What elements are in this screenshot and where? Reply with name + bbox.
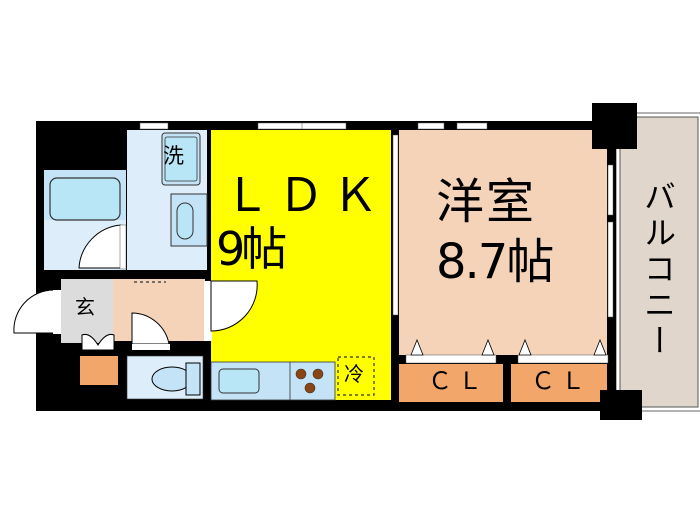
western-room-size-label: 8.7帖 [436, 234, 554, 290]
kitchen-sink-icon [218, 368, 260, 394]
western-room-label: 洋室 [436, 174, 537, 230]
balcony-label: バルコニー [639, 180, 677, 360]
closet-2 [511, 364, 607, 402]
entrance [61, 279, 113, 343]
ldk-label: ＬＤＫ [224, 168, 386, 222]
shoe-closet [80, 356, 118, 385]
balcony-area [619, 116, 699, 408]
sink-icon [176, 202, 194, 240]
pillar [592, 103, 637, 149]
closet-1 [399, 364, 503, 402]
fridge-space [337, 356, 375, 396]
refrigerator-label: 冷 [344, 362, 364, 386]
ldk-room [211, 130, 391, 400]
bathtub-icon [49, 177, 121, 221]
closet-2-label: ＣＬ [531, 367, 591, 395]
ldk-size-label: 9帖 [216, 222, 287, 276]
pillar [600, 390, 642, 420]
closet-1-label: ＣＬ [428, 367, 488, 395]
western-room [399, 130, 607, 355]
stove-burner-icon [295, 368, 307, 380]
entrance-label: 玄 [75, 295, 95, 319]
washing-machine-label: 洗 [163, 144, 184, 168]
